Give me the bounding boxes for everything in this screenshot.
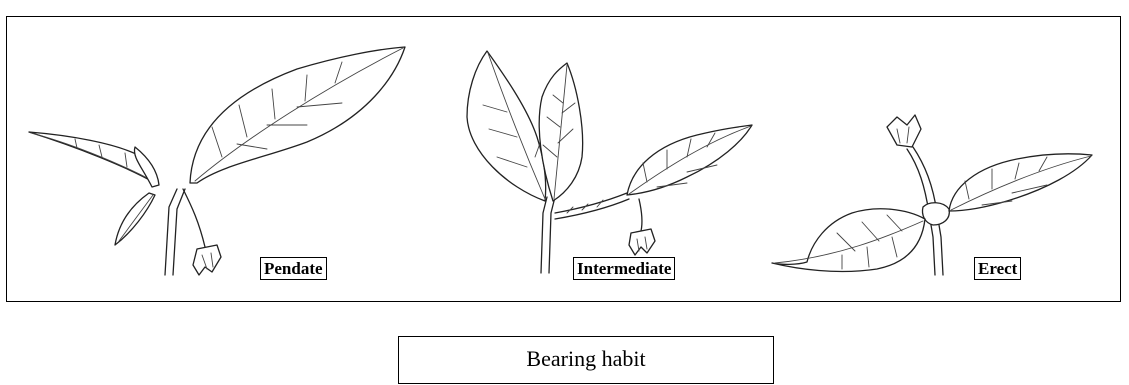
label-intermediate: Intermediate (573, 257, 675, 280)
pendate-plant-drawing (29, 47, 405, 275)
erect-plant-drawing (772, 115, 1092, 275)
figure-caption: Bearing habit (398, 336, 774, 384)
label-erect: Erect (974, 257, 1021, 280)
figure-frame: Pendate Intermediate Erect (6, 16, 1121, 302)
label-pendate: Pendate (260, 257, 327, 280)
bearing-habit-illustrations (7, 17, 1122, 303)
intermediate-plant-drawing (467, 51, 752, 273)
